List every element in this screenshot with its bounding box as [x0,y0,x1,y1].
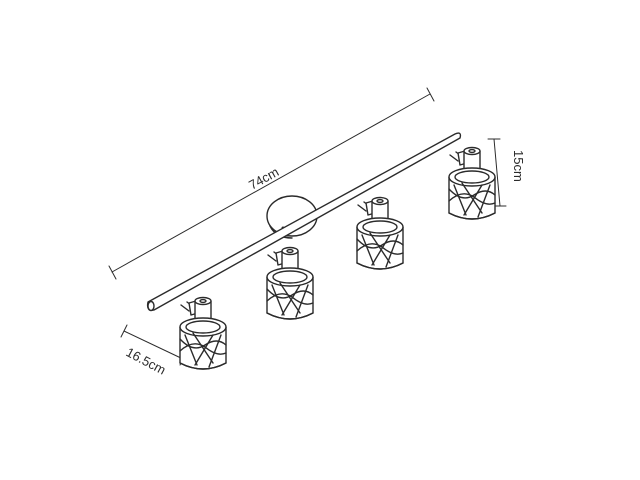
length-label: 74cm [246,164,281,193]
depth-label: 16.5cm [124,344,169,377]
height-dimension: 15cm [487,138,526,207]
height-label: 15cm [511,150,526,182]
depth-dimension: 16.5cm [120,324,187,378]
spotlight-head-1 [179,296,227,370]
spotlight-head-2 [266,246,314,320]
track-bar [146,132,462,312]
spotlight-head-3 [356,196,404,270]
spotlight-head-4 [448,146,496,220]
